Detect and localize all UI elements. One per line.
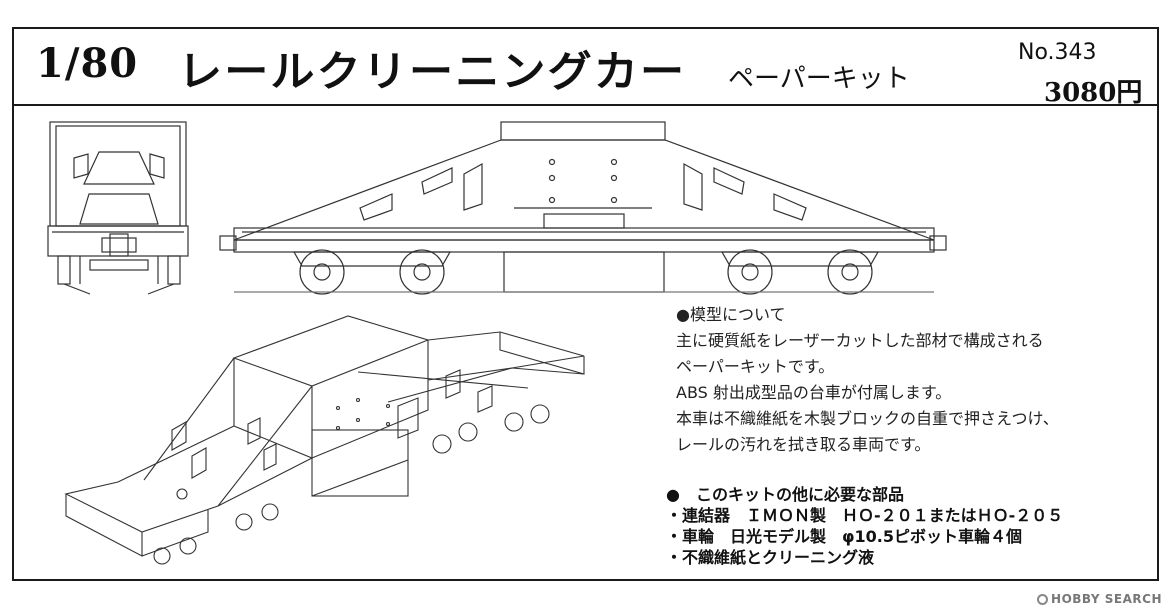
- required-parts-heading: ● このキットの他に必要な部品: [666, 485, 904, 504]
- scale-label: 1/80: [36, 40, 139, 87]
- isometric-view-drawing: [58, 310, 618, 572]
- model-description-line: レールの汚れを拭き取る車両です。: [676, 435, 931, 454]
- required-parts: ● このキットの他に必要な部品 ・連結器 ＩＭＯＮ製 ＨＯ-２０１またはＨＯ-２…: [666, 484, 1063, 568]
- required-part-item: ・車輪 日光モデル製 φ10.5ピボット車輪４個: [666, 527, 1022, 546]
- model-description-line: 主に硬質紙をレーザーカットした部材で構成される: [676, 331, 1044, 350]
- watermark-text: HOBBY SEARCH: [1051, 592, 1162, 606]
- kit-card-frame: [12, 27, 1159, 581]
- hobby-search-logo-icon: [1037, 594, 1049, 605]
- catalog-number: No.343: [1018, 40, 1097, 65]
- product-subtitle: ペーパーキット: [728, 64, 910, 94]
- model-description-line: ABS 射出成型品の台車が付属します。: [676, 383, 952, 402]
- end-view-drawing: [44, 118, 194, 298]
- side-view-drawing: [214, 118, 954, 298]
- price: 3080円: [1044, 78, 1143, 108]
- model-description-heading: ●模型について: [676, 305, 786, 324]
- model-description-line: 本車は不織維紙を木製ブロックの自重で押さえつけ、: [676, 409, 1059, 428]
- header-divider: [12, 104, 1159, 106]
- product-title: レールクリーニングカー: [178, 47, 687, 96]
- model-description-line: ペーパーキットです。: [676, 357, 835, 376]
- model-description: ●模型について 主に硬質紙をレーザーカットした部材で構成される ペーパーキットで…: [676, 302, 1059, 458]
- required-part-item: ・連結器 ＩＭＯＮ製 ＨＯ-２０１またはＨＯ-２０５: [666, 506, 1064, 525]
- required-part-item: ・不織維紙とクリーニング液: [666, 548, 875, 567]
- watermark: HOBBY SEARCH: [1037, 592, 1162, 606]
